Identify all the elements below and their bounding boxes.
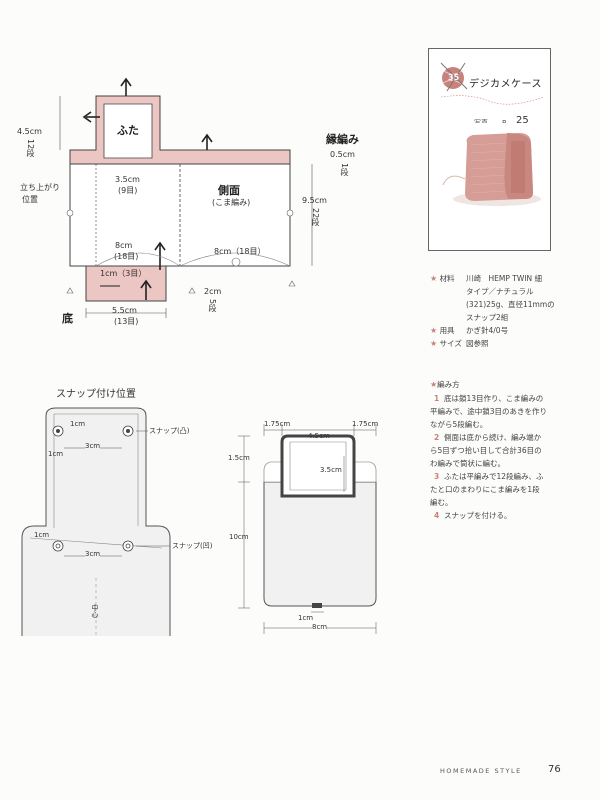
bottom-label: 底 bbox=[62, 312, 73, 325]
snap-dim-1a: 1cm bbox=[70, 420, 86, 428]
snap-diagram-title: スナップ付け位置 bbox=[56, 389, 136, 400]
step-4-number: 4 bbox=[434, 511, 440, 520]
flap-shape bbox=[69, 95, 291, 165]
bottom-rows: 5段 bbox=[208, 299, 217, 313]
finished-dim-10: 10cm bbox=[229, 533, 249, 541]
photo-ref-page: 25 bbox=[516, 115, 529, 126]
materials-line-1: 川崎 HEMP TWIN 細 bbox=[466, 274, 542, 283]
step-3-number: 3 bbox=[434, 472, 440, 481]
step-2-number: 2 bbox=[434, 433, 440, 442]
step-2-line-1: 側面は底から続け、編み端か bbox=[444, 433, 542, 442]
step-1-line-1: 底は鎖13目作り、こま編みの bbox=[444, 394, 544, 403]
yarn-ball-icon bbox=[440, 62, 545, 105]
snap-dim-3a: 3cm bbox=[85, 442, 101, 450]
materials-label: 材料 bbox=[439, 274, 455, 283]
materials-line-2: タイプ／ナチュラル bbox=[466, 287, 534, 296]
side-height: 9.5cm bbox=[302, 196, 327, 205]
materials-line-4: スナップ2組 bbox=[466, 313, 509, 322]
stitch-9: (9目) bbox=[118, 186, 138, 195]
step-3-line-3: 編む。 bbox=[430, 498, 453, 507]
footer-brand: HOMEMADE STYLE bbox=[440, 767, 522, 775]
finished-dim-15: 1.5cm bbox=[228, 454, 250, 462]
width-8a: 8cm bbox=[115, 241, 133, 250]
star-icon: ★ bbox=[430, 380, 438, 389]
star-icon: ★ bbox=[430, 339, 438, 348]
finished-dim-8: 8cm bbox=[312, 623, 328, 631]
step-4-line-1: スナップを付ける。 bbox=[444, 511, 512, 520]
ichi-label: 位置 bbox=[22, 195, 38, 204]
bottom-height: 2cm bbox=[204, 287, 222, 296]
pattern-title: デジカメケース bbox=[469, 79, 542, 90]
size-label: サイズ bbox=[439, 339, 462, 348]
step-1-line-3: ながら5段編む。 bbox=[430, 420, 488, 429]
tools-label: 用具 bbox=[439, 326, 455, 335]
camera-case-photo bbox=[442, 133, 541, 206]
bottom-base bbox=[85, 265, 167, 302]
pattern-number-badge: 35 bbox=[448, 73, 460, 82]
materials-line-3: (321)25g、直径11mmの bbox=[466, 300, 555, 309]
edge-width: 0.5cm bbox=[330, 150, 355, 159]
side-rows: 22段 bbox=[311, 208, 320, 227]
center-label: 中心 bbox=[91, 604, 99, 618]
edge-label: 縁編み bbox=[326, 133, 359, 146]
tachiagari-label: 立ち上がり bbox=[20, 183, 60, 192]
flap-inner bbox=[103, 103, 153, 159]
step-3-line-1: ふたは平編みで12段編み、ふ bbox=[444, 472, 544, 481]
snap-dim-1c: 1cm bbox=[34, 531, 50, 539]
step-1-line-2: 平編みで、途中鎖3目のあきを作り bbox=[430, 407, 547, 416]
snap-dim-3b: 3cm bbox=[85, 550, 101, 558]
tools-value: かぎ針4/0号 bbox=[466, 326, 509, 335]
step-1-number: 1 bbox=[434, 394, 440, 403]
side-label: 側面 bbox=[218, 184, 240, 197]
flap-rows: 12段 bbox=[26, 139, 35, 158]
page-number: 76 bbox=[548, 764, 561, 775]
width-55: 5.5cm bbox=[112, 306, 137, 315]
width-35: 3.5cm bbox=[115, 175, 140, 184]
finished-dim-1: 1cm bbox=[298, 614, 314, 622]
finished-dim-175b: 1.75cm bbox=[352, 420, 379, 428]
star-icon: ★ bbox=[430, 326, 438, 335]
finished-dim-45: 4.5cm bbox=[308, 432, 330, 440]
product-photo bbox=[435, 123, 543, 235]
snap-convex-label: スナップ(凸) bbox=[149, 427, 190, 435]
snap-concave-label: スナップ(凹) bbox=[172, 542, 213, 550]
step-2-line-2: ら5目ずつ拾い目して合計36目の bbox=[430, 446, 542, 455]
finished-dim-35: 3.5cm bbox=[320, 466, 342, 474]
size-value: 図参照 bbox=[466, 339, 489, 348]
finished-dim-175a: 1.75cm bbox=[264, 420, 291, 428]
snap-dim-1b: 1cm bbox=[48, 450, 64, 458]
stitch-18a: (18目) bbox=[114, 252, 139, 261]
side-stitch: (こま編み) bbox=[212, 198, 251, 207]
step-2-line-3: わ編みで筒状に編む。 bbox=[430, 459, 505, 468]
flap-label: ふた bbox=[117, 124, 139, 137]
instructions-title: 編み方 bbox=[437, 380, 460, 389]
opening-label: 1cm（3目） bbox=[100, 269, 147, 278]
width-8b: 8cm（18目） bbox=[214, 247, 266, 256]
flap-height: 4.5cm bbox=[17, 127, 42, 136]
edge-rows: 1段 bbox=[340, 163, 349, 177]
star-icon: ★ bbox=[430, 274, 438, 283]
stitch-13: (13目) bbox=[114, 317, 139, 326]
step-3-line-2: たと口のまわりにこま編みを1段 bbox=[430, 485, 540, 494]
